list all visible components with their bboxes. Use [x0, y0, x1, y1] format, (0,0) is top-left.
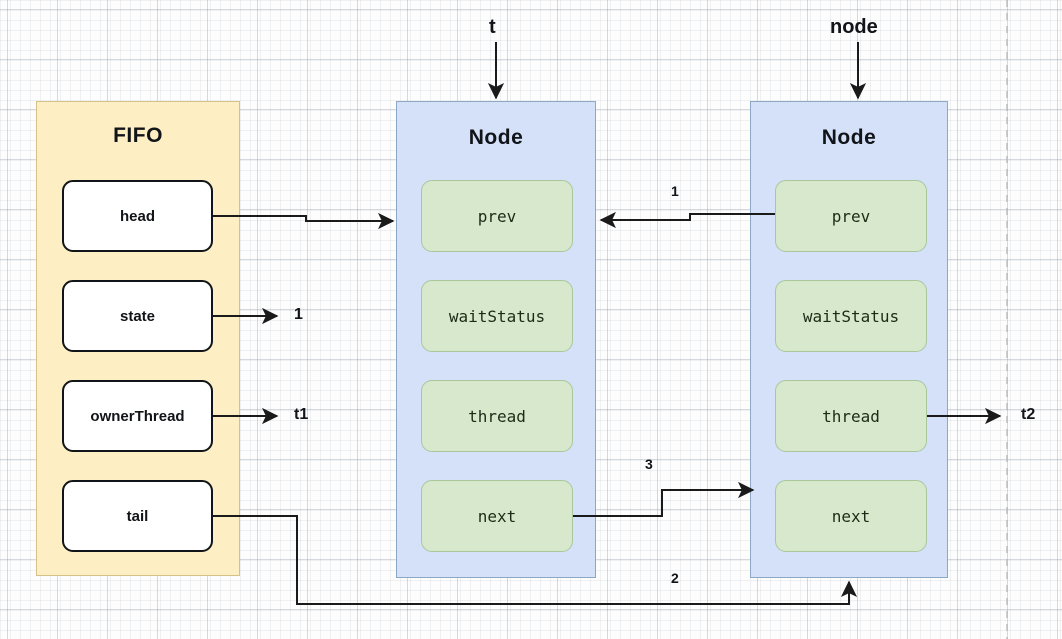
fifo-field-owner-thread[interactable]: ownerThread: [62, 380, 213, 452]
node-mid-field-waitstatus[interactable]: waitStatus: [421, 280, 573, 352]
fifo-field-head[interactable]: head: [62, 180, 213, 252]
fifo-field-state[interactable]: state: [62, 280, 213, 352]
label-state-value: 1: [294, 306, 303, 323]
edge-node-right-prev-to-node-mid: [599, 211, 775, 229]
label-edge-1: 1: [671, 183, 679, 199]
node-right-field-thread[interactable]: thread: [775, 380, 927, 452]
node-right-field-waitstatus[interactable]: waitStatus: [775, 280, 927, 352]
label-thread-value: t2: [1021, 406, 1036, 423]
node-right-field-next[interactable]: next: [775, 480, 927, 552]
fifo-title: FIFO: [113, 124, 163, 147]
node-right-field-prev[interactable]: prev: [775, 180, 927, 252]
node-mid-field-next[interactable]: next: [421, 480, 573, 552]
fifo-field-tail[interactable]: tail: [62, 480, 213, 552]
label-edge-2: 2: [671, 570, 679, 586]
label-t: t: [489, 16, 496, 38]
edge-head-to-node-mid-prev: [213, 212, 395, 230]
node-mid-field-thread[interactable]: thread: [421, 380, 573, 452]
label-node: node: [830, 16, 878, 38]
label-edge-3: 3: [645, 456, 653, 472]
node-mid-title: Node: [468, 126, 524, 149]
label-owner-thread-value: t1: [294, 406, 309, 423]
node-right-title: Node: [821, 126, 877, 149]
edge-node-mid-next-to-node-right-next: [573, 481, 755, 517]
node-mid-field-prev[interactable]: prev: [421, 180, 573, 252]
